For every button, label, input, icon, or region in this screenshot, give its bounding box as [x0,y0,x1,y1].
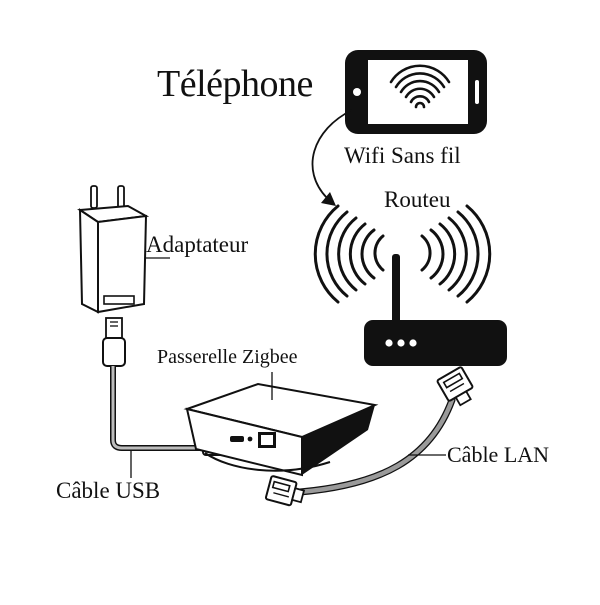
wifi-router-icon [313,204,507,366]
rj45-plug-router-side [436,366,474,407]
smartphone-icon [345,50,487,134]
lan-cable [296,396,456,496]
wifi-label: Wifi Sans fil [344,143,461,168]
rj45-plug-gateway-side [264,475,306,507]
lan-cable-label: Câble LAN [447,442,550,467]
usb-plug [102,317,126,367]
wifi-connection-arrow [311,109,353,206]
adapter-label: Adaptateur [146,232,249,257]
phone-label: Téléphone [157,63,313,105]
usb-cable-label: Câble USB [56,478,161,503]
router-label: Routeu [384,187,451,212]
usb-power-adapter-icon [77,185,170,314]
gateway-label: Passerelle Zigbee [157,346,298,368]
zigbee-gateway-icon [183,372,379,477]
